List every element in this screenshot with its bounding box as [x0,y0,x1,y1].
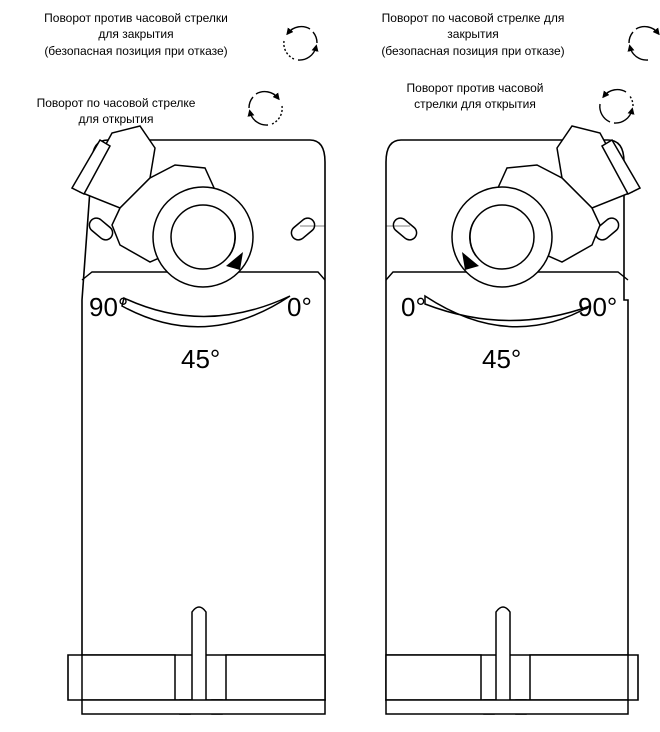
rotate-ccw-icon [599,88,635,124]
right-deg-90: 90° [578,292,617,322]
left-close-label-line1: Поворот против часовой стрелки [44,11,228,25]
right-degree-scale [424,294,591,328]
right-actuator [385,125,642,715]
left-shaft-arrow [226,252,243,270]
right-bottom-slot [495,606,511,712]
right-shaft-arrow [462,252,479,270]
left-close-label-line2: для закрытия [98,27,173,41]
left-slot-hole [88,217,114,241]
left-shaft-inner [170,204,236,270]
left-deg-0: 0° [287,292,312,322]
right-bottom-block-a [385,654,482,701]
right-right-slot-hole [594,217,620,241]
right-close-label-line3: (безопасная позиция при отказе) [381,44,564,58]
right-close-label-line2: закрытия [447,27,498,41]
right-deg-0: 0° [401,292,426,322]
left-degree-scale [121,295,291,328]
right-deg-45: 45° [482,344,521,374]
rotate-ccw-icon [283,25,319,61]
left-close-label-line3: (безопасная позиция при отказе) [44,44,227,58]
left-shaft-arc [228,220,236,257]
left-open-label-line1: Поворот по часовой стрелке [37,96,196,110]
right-handle-tip [600,138,642,195]
right-open-label-line1: Поворот против часовой [407,81,544,95]
right-shaft-arc [469,220,477,257]
left-deg-90: 90° [89,292,128,322]
right-bottom-block-b [529,654,629,701]
right-close-label-line1: Поворот по часовой стрелке для [382,11,565,25]
left-deg-45: 45° [181,344,220,374]
left-bottom-slot [191,606,207,712]
left-bottom-block-a [81,654,176,701]
right-slot-hole [290,217,316,241]
left-handle-tip [70,138,112,195]
left-bottom-block-b [225,654,326,701]
right-actuator-body [385,139,639,701]
right-open-label-line2: стрелки для открытия [414,97,536,111]
right-left-slot-hole [392,217,418,241]
left-open-label-line2: для открытия [79,112,154,126]
right-shaft-inner [469,204,535,270]
rotate-cw-icon [627,25,660,61]
rotate-cw-icon [247,90,283,126]
left-actuator [67,125,326,715]
